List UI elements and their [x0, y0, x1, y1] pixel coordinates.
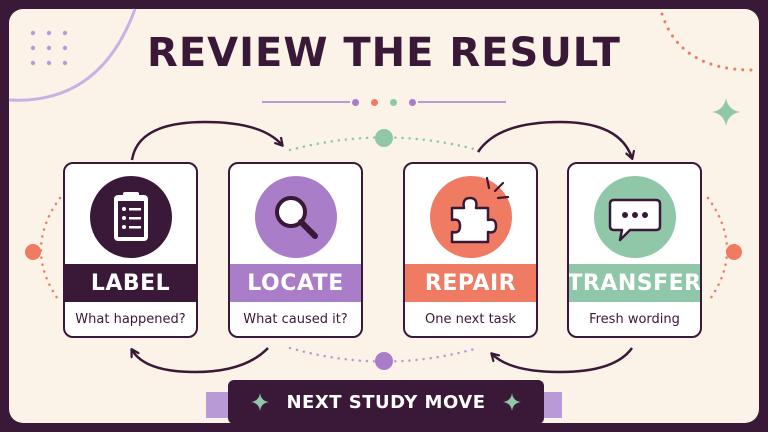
flow-arrow-transfer-to-repair: [492, 347, 634, 374]
sparkle-icon: [251, 393, 269, 411]
title-dot-coral: [371, 99, 378, 106]
title-dot-purple-2: [409, 99, 416, 106]
speech-bubble-icon: [608, 198, 662, 242]
step-title: REPAIR: [405, 264, 536, 302]
connector-node-left: [25, 244, 41, 260]
step-icon-circle: [90, 176, 172, 258]
title-divider-left: [262, 101, 350, 103]
step-subtitle: Fresh wording: [589, 312, 680, 327]
step-icon-circle: [430, 176, 512, 258]
connector-node-bottom: [375, 352, 393, 370]
page-title: REVIEW THE RESULT: [147, 30, 621, 76]
sparkle-icon: [712, 98, 740, 126]
next-study-move-banner: NEXT STUDY MOVE: [228, 380, 544, 424]
sparkle-icon: [503, 393, 521, 411]
banner-text: NEXT STUDY MOVE: [286, 392, 486, 413]
magnifier-icon: [275, 196, 318, 239]
title-divider-right: [418, 101, 506, 103]
step-subtitle: One next task: [425, 312, 516, 327]
corner-arc: [8, 8, 137, 102]
step-title: TRANSFER: [569, 264, 700, 302]
flow-arrow-locate-to-label: [132, 347, 269, 374]
dot-grid-decoration: [30, 30, 68, 66]
step-card-label: LABEL What happened?: [63, 162, 198, 338]
connector-node-top: [375, 129, 393, 147]
step-subtitle: What caused it?: [243, 312, 348, 327]
step-title: LABEL: [65, 264, 196, 302]
dotted-connector-right: [706, 196, 729, 304]
flow-arrow-repair-to-transfer: [476, 120, 632, 158]
step-icon-circle: [255, 176, 337, 258]
step-card-transfer: TRANSFER Fresh wording: [567, 162, 702, 338]
step-subtitle: What happened?: [75, 312, 186, 327]
title-dot-green: [390, 99, 397, 106]
step-card-repair: REPAIR One next task: [403, 162, 538, 338]
clipboard-icon: [114, 192, 148, 241]
puzzle-piece-icon: [450, 196, 498, 244]
connector-node-right: [726, 244, 742, 260]
dotted-connector-left: [39, 196, 62, 304]
step-icon-circle: [594, 176, 676, 258]
flow-arrow-label-to-locate: [130, 120, 282, 161]
step-title: LOCATE: [230, 264, 361, 302]
spark-lines-icon: [485, 176, 510, 200]
step-card-locate: LOCATE What caused it?: [228, 162, 363, 338]
title-dot-purple: [352, 99, 359, 106]
